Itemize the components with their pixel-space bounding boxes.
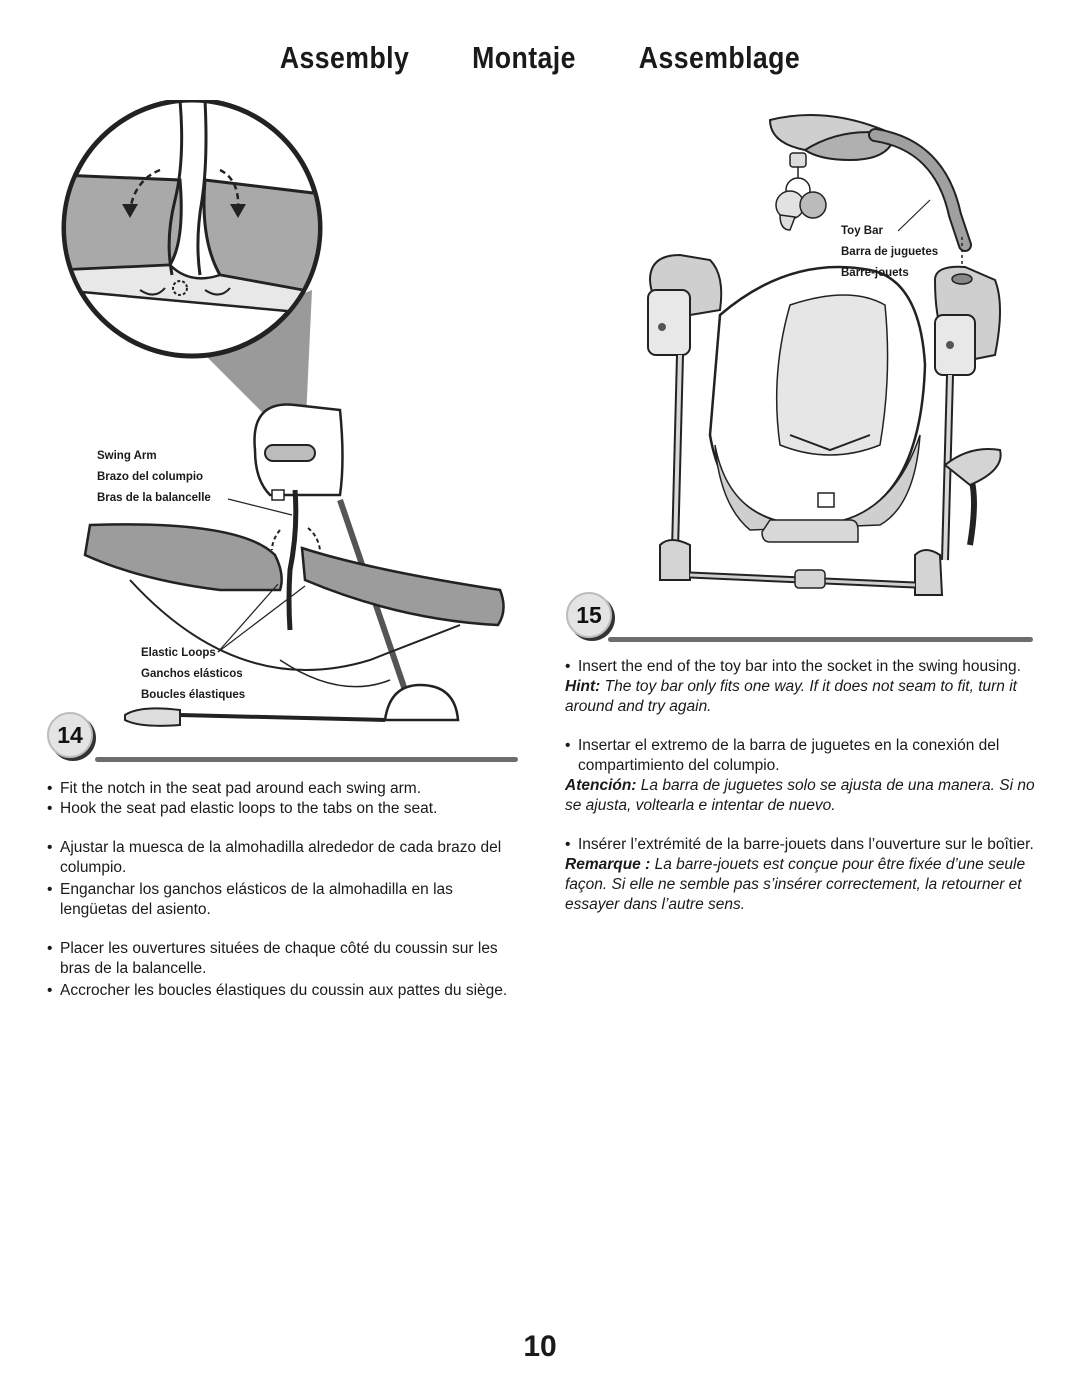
- hint-text: The toy bar only fits one way. If it doe…: [565, 678, 1017, 715]
- hint-label: Hint:: [565, 678, 601, 695]
- hint-text: La barre-jouets est conçue pour être fix…: [565, 856, 1026, 913]
- step-15-instructions: Insert the end of the toy bar into the s…: [565, 657, 1043, 915]
- instruction-en: Insert the end of the toy bar into the s…: [565, 657, 1043, 677]
- callout-line: Toy Bar: [841, 225, 883, 237]
- seat: [708, 265, 927, 543]
- callout-line: Barre-jouets: [841, 267, 909, 279]
- hint-text: La barra de juguetes solo se ajusta de u…: [565, 777, 1035, 814]
- page-title: Assembly Montaje Assemblage: [76, 40, 1005, 76]
- callout-line: Elastic Loops: [141, 647, 216, 659]
- callout-line: Ganchos elásticos: [141, 668, 243, 680]
- callout-line: Boucles élastiques: [141, 689, 246, 701]
- step-14-badge: 14: [47, 712, 93, 758]
- elastic-loops-leader-2: [217, 585, 306, 653]
- base-bar: [179, 713, 386, 722]
- instruction-fr: Insérer l’extrémité de la barre-jouets d…: [565, 835, 1043, 855]
- step15-illustration: [647, 114, 1002, 596]
- instruction-fr-1: Placer les ouvertures situées de chaque …: [47, 939, 517, 979]
- hint-label: Atención:: [565, 777, 637, 794]
- seat-frame: [129, 579, 461, 671]
- hint-en: Hint: The toy bar only fits one way. If …: [565, 677, 1043, 717]
- elastic-loops-leader-1: [217, 583, 279, 653]
- swing-arm-leader: [227, 498, 293, 516]
- title-english: Assembly: [279, 40, 410, 75]
- step-15-badge: 15: [566, 592, 612, 638]
- zoom-detail-circle: [61, 100, 323, 359]
- instruction-en-1: Fit the notch in the seat pad around eac…: [47, 779, 517, 799]
- callout-line: Bras de la balancelle: [97, 492, 211, 504]
- hint-label: Remarque :: [565, 856, 651, 873]
- step-15-divider: [608, 637, 1033, 642]
- callout-line: Swing Arm: [97, 450, 157, 462]
- toy-bar: [768, 114, 972, 252]
- step14-illustration: [61, 100, 505, 727]
- callout-line: Brazo del columpio: [97, 471, 204, 483]
- instruction-es-1: Ajustar la muesca de la almohadilla alre…: [47, 838, 517, 878]
- step-14-divider: [95, 757, 518, 762]
- instruction-es: Insertar el extremo de la barra de jugue…: [565, 736, 1043, 776]
- swing-base: [383, 683, 460, 722]
- seat-pad-left: [83, 523, 283, 592]
- swing-arm: [286, 489, 299, 631]
- swing-housing: [253, 403, 344, 501]
- elastic-loops-callout: Elastic Loops Ganchos elásticos Boucles …: [141, 643, 245, 706]
- callout-line: Barra de juguetes: [841, 246, 939, 258]
- title-spanish: Montaje: [472, 40, 576, 75]
- hint-es: Atención: La barra de juguetes solo se a…: [565, 776, 1043, 816]
- swing-arm-callout: Swing Arm Brazo del columpio Bras de la …: [97, 446, 211, 509]
- hint-fr: Remarque : La barre-jouets est conçue po…: [565, 855, 1043, 915]
- instruction-en-2: Hook the seat pad elastic loops to the t…: [47, 799, 517, 819]
- title-french: Assemblage: [638, 40, 801, 75]
- toy-bar-leader: [897, 199, 931, 232]
- instruction-fr-2: Accrocher les boucles élastiques du cous…: [47, 981, 517, 1001]
- step-14-instructions: Fit the notch in the seat pad around eac…: [47, 779, 517, 1001]
- left-housing: [647, 253, 723, 356]
- swing-frame-base: [659, 448, 1002, 596]
- instruction-es-2: Enganchar los ganchos elásticos de la al…: [47, 880, 517, 920]
- page-number: 10: [523, 1330, 557, 1363]
- seat-pad-right: [300, 546, 505, 627]
- right-housing: [933, 265, 1001, 376]
- toy-bar-callout: Toy Bar Barra de juguetes Barre-jouets: [841, 221, 938, 284]
